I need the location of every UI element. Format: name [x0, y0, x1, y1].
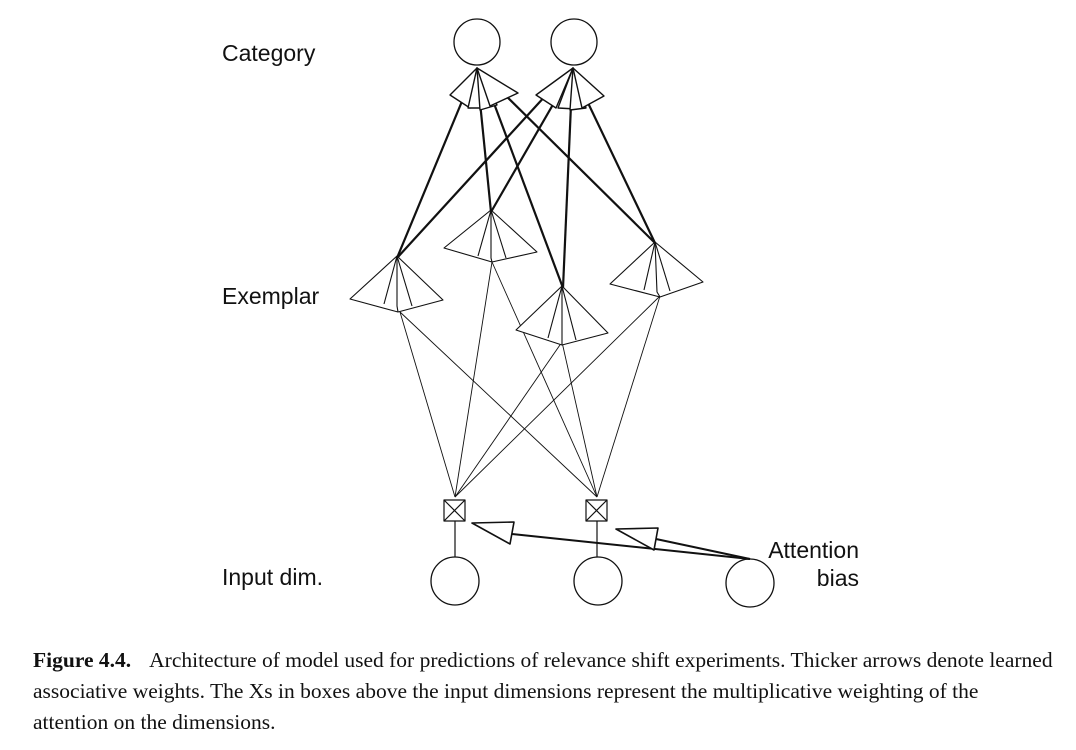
exemplar-node-3 — [515, 285, 609, 346]
input-exemplar-connections — [399, 261, 661, 498]
attention-bias-arrows — [471, 521, 751, 560]
input-gate-links — [454, 521, 598, 557]
attention-gate-2 — [585, 499, 608, 522]
category-2-arrowheads — [535, 67, 605, 111]
attention-bias-label: Attention bias — [760, 536, 859, 592]
attention-label-line-2: bias — [816, 565, 859, 591]
caption-text: Architecture of model used for predictio… — [33, 648, 1053, 734]
category-1-arrowheads — [449, 67, 519, 111]
input-node-2 — [573, 556, 623, 606]
learned-weight-connections — [395, 81, 656, 289]
category-layer-label: Category — [222, 40, 316, 66]
input-layer-label: Input dim. — [222, 564, 323, 590]
exemplar-node-2 — [443, 209, 538, 263]
attention-label-line-1: Attention — [768, 537, 859, 563]
attention-gate-1 — [443, 499, 466, 522]
exemplar-layer-label: Exemplar — [222, 283, 320, 309]
figure-caption: Figure 4.4.Architecture of model used fo… — [33, 645, 1058, 738]
exemplar-node-1 — [349, 255, 444, 313]
category-node-2 — [550, 18, 598, 66]
network-diagram — [349, 18, 775, 608]
input-node-1 — [430, 556, 480, 606]
exemplar-node-4 — [609, 241, 704, 298]
figure-number: Figure 4.4. — [33, 648, 132, 672]
category-node-1 — [453, 18, 501, 66]
